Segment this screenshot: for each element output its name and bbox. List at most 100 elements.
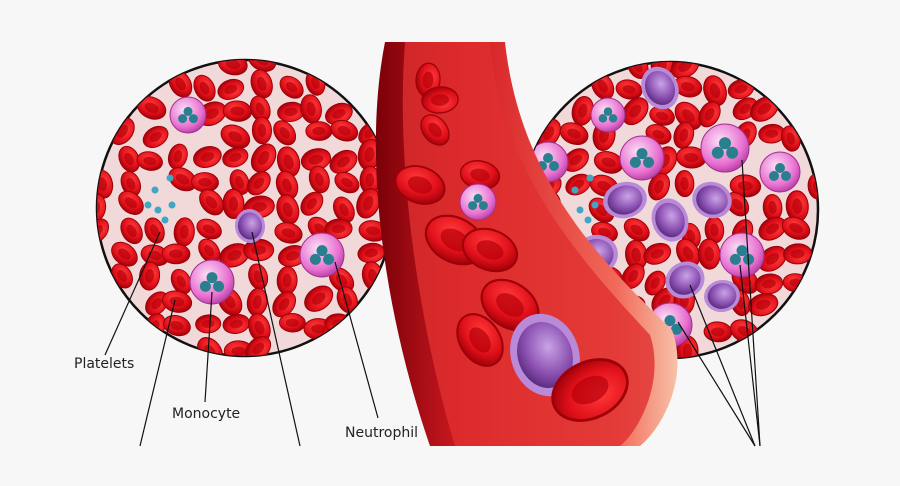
red-blood-cell: [615, 79, 643, 100]
red-blood-cell-center: [314, 172, 324, 187]
red-blood-cell-center: [680, 177, 689, 191]
red-blood-cell: [222, 147, 249, 168]
red-blood-cell: [142, 125, 169, 148]
red-blood-cell-center: [306, 101, 316, 116]
red-blood-cell-center: [229, 319, 243, 329]
red-blood-cell: [275, 170, 299, 200]
nucleus-lobe: [769, 171, 779, 181]
red-blood-cell: [330, 119, 359, 142]
red-blood-cell: [161, 243, 191, 265]
red-blood-cell-center: [257, 151, 270, 165]
red-blood-cell-center: [169, 296, 185, 307]
monocyte: [527, 141, 569, 183]
platelet: [166, 174, 174, 182]
neutrophil: [299, 232, 345, 278]
red-blood-cell: [754, 273, 784, 295]
monocyte: [700, 123, 750, 173]
neutrophil: [619, 135, 665, 181]
red-blood-cell-center: [629, 104, 642, 118]
red-blood-cell-center: [622, 85, 636, 94]
red-blood-cell-center: [786, 132, 796, 145]
red-blood-cell: [249, 95, 271, 123]
red-blood-cell: [97, 193, 107, 223]
platelet: [584, 216, 592, 224]
pointer-line: [739, 264, 761, 447]
red-blood-cell-center: [175, 77, 186, 91]
platelets-pointer: [104, 231, 161, 356]
monocyte: [189, 259, 235, 305]
red-blood-cell: [676, 146, 707, 169]
nucleus-lobe: [603, 107, 613, 116]
neutrophil: [719, 232, 765, 278]
lymphocyte-nucleus: [669, 265, 701, 295]
nucleus-lobe: [323, 253, 335, 265]
nucleus-lobe: [671, 323, 683, 335]
red-blood-cell: [222, 188, 245, 220]
red-blood-cell-center: [124, 152, 134, 166]
red-blood-cell-center: [597, 180, 611, 191]
red-blood-cell-center: [235, 175, 245, 189]
red-blood-cell-center: [205, 196, 218, 209]
red-blood-cell: [136, 151, 163, 171]
red-blood-cell-center: [679, 128, 689, 142]
red-blood-cell-center: [430, 94, 450, 106]
red-blood-cell: [748, 293, 779, 317]
red-blood-cell: [276, 266, 298, 295]
red-blood-cell-center: [428, 122, 442, 138]
red-blood-cell-center: [704, 108, 715, 121]
red-blood-cell-center: [652, 129, 665, 139]
red-blood-cell-center: [228, 131, 243, 143]
red-blood-cell-center: [283, 154, 294, 170]
red-blood-cell: [593, 151, 624, 174]
red-blood-cell-center: [332, 109, 346, 119]
red-blood-cell-center: [336, 156, 351, 168]
lymphocyte-nucleus: [607, 185, 643, 215]
red-blood-cell: [332, 196, 355, 223]
lymphocyte: [603, 181, 647, 219]
nucleus-lobe: [781, 171, 791, 181]
red-blood-cell-center: [203, 224, 216, 234]
platelet: [576, 206, 584, 214]
red-blood-cell: [420, 114, 450, 146]
red-blood-cell-center: [118, 248, 131, 260]
red-blood-cell-center: [765, 129, 779, 138]
red-blood-cell-center: [279, 126, 290, 139]
red-blood-cell-center: [340, 177, 353, 188]
red-blood-cell: [120, 217, 143, 245]
red-blood-cell-center: [252, 295, 262, 309]
red-blood-cell-center: [255, 60, 269, 66]
red-blood-cell-center: [543, 126, 555, 140]
red-blood-cell: [623, 218, 650, 242]
red-blood-cell-center: [470, 168, 490, 182]
red-blood-cell: [456, 313, 504, 367]
red-blood-cell-center: [337, 125, 351, 136]
nucleus-lobe: [206, 272, 218, 284]
platelet: [591, 201, 599, 209]
red-blood-cell: [670, 62, 700, 79]
lymphocyte-nucleus: [696, 185, 728, 215]
red-blood-cell-center: [126, 177, 136, 190]
red-blood-cell: [304, 285, 334, 312]
red-blood-cell-center: [143, 156, 157, 166]
red-blood-cell: [144, 217, 165, 244]
red-blood-cell: [199, 189, 224, 216]
nucleus-lobe: [549, 161, 559, 171]
red-blood-cell-center: [282, 273, 292, 288]
pointer-line: [689, 284, 756, 447]
red-blood-cell-center: [732, 198, 743, 210]
red-blood-cell-center: [364, 248, 378, 258]
red-blood-cell: [762, 193, 783, 222]
red-blood-cell: [276, 146, 301, 178]
red-blood-cell: [251, 116, 272, 145]
red-blood-cell: [247, 60, 277, 72]
lymphocyte: [641, 66, 679, 110]
red-blood-cell: [329, 149, 358, 174]
nucleus-lobe: [473, 193, 483, 203]
lymphocyte-nucleus: [707, 283, 737, 309]
red-blood-cell-center: [704, 246, 715, 262]
nucleus-lobe: [178, 114, 188, 124]
left-sample-cells: [97, 60, 388, 356]
lymphocyte-nucleus: [237, 212, 263, 240]
red-blood-cell-center: [734, 84, 748, 94]
nucleus-lobe: [608, 114, 618, 123]
